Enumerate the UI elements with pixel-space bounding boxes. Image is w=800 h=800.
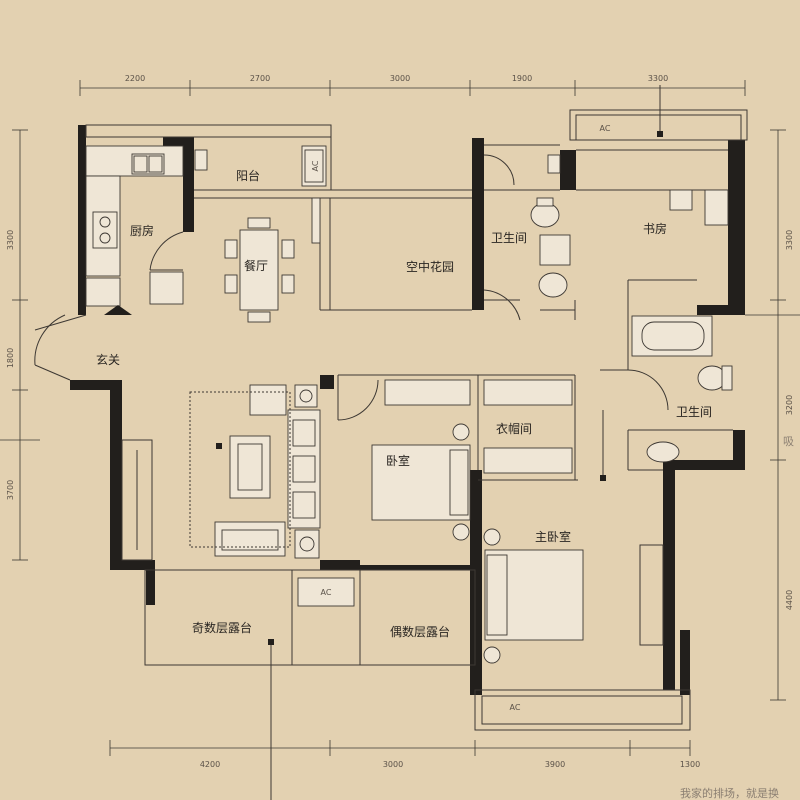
dim-left-3: 3700 (6, 480, 15, 500)
dimension-lines (0, 80, 800, 756)
living-room-furniture (189, 384, 321, 559)
room-bath-2: 卫生间 (676, 405, 712, 419)
dim-bottom-1: 4200 (200, 760, 220, 769)
room-cloakroom: 衣帽间 (496, 421, 532, 436)
room-bath-1: 卫生间 (491, 231, 527, 245)
dim-bottom-4: 1300 (680, 760, 700, 769)
dim-bottom-2: 3000 (383, 760, 403, 769)
room-even-terrace: 偶数层露台 (390, 624, 450, 639)
room-kitchen: 厨房 (130, 223, 154, 238)
terrace-fixtures (297, 577, 355, 607)
ac-label-master: AC (510, 703, 521, 712)
dim-top-3: 3000 (390, 74, 410, 83)
kitchen-fixtures (85, 145, 184, 315)
bath1-fixtures (530, 154, 571, 298)
room-balcony: 阳台 (236, 168, 260, 183)
balcony-fixtures (194, 145, 327, 244)
dim-top-1: 2200 (125, 74, 145, 83)
ac-label-balcony: AC (311, 160, 320, 171)
ac-units: AC AC AC AC (311, 124, 611, 712)
walls (70, 125, 745, 695)
corner-slogan: 我家的排场，就是换 (680, 786, 779, 800)
markers (216, 85, 663, 800)
dim-bottom-3: 3900 (545, 760, 565, 769)
dining-set (224, 217, 295, 323)
room-dining: 餐厅 (244, 258, 268, 273)
bedroom-furniture (371, 423, 584, 664)
dimension-labels-right: 3300 3200 4400 (785, 230, 794, 610)
room-study: 书房 (643, 221, 667, 236)
room-bedroom: 卧室 (386, 453, 410, 468)
dim-left-1: 3300 (6, 230, 15, 250)
room-labels: 阳台 厨房 餐厅 空中花园 卫生间 书房 玄关 衣帽间 卫生间 卧室 主卧室 奇… (96, 168, 712, 639)
room-master-bedroom: 主卧室 (535, 529, 571, 544)
ac-label-study: AC (600, 124, 611, 133)
study-furniture (669, 189, 729, 226)
room-foyer: 玄关 (96, 352, 120, 367)
dimension-labels-left: 3300 1800 3700 (6, 230, 15, 500)
dimension-labels-bottom: 4200 3000 3900 1300 (200, 760, 700, 769)
ac-label-terrace: AC (321, 588, 332, 597)
dim-right-3: 4400 (785, 590, 794, 610)
room-odd-terrace: 奇数层露台 (192, 620, 252, 635)
door-arcs (149, 154, 669, 421)
dim-left-2: 1800 (6, 348, 15, 368)
dimension-labels-top: 2200 2700 3000 1900 3300 (125, 74, 668, 83)
bath2-fixtures (631, 315, 733, 463)
dim-right-2: 3200 (785, 395, 794, 415)
dim-top-4: 1900 (512, 74, 532, 83)
dim-right-1: 3300 (785, 230, 794, 250)
dim-top-5: 3300 (648, 74, 668, 83)
room-sky-garden: 空中花园 (406, 259, 454, 274)
cloakroom-racks (384, 379, 573, 474)
dim-top-2: 2700 (250, 74, 270, 83)
side-text: 吸 (783, 435, 794, 448)
